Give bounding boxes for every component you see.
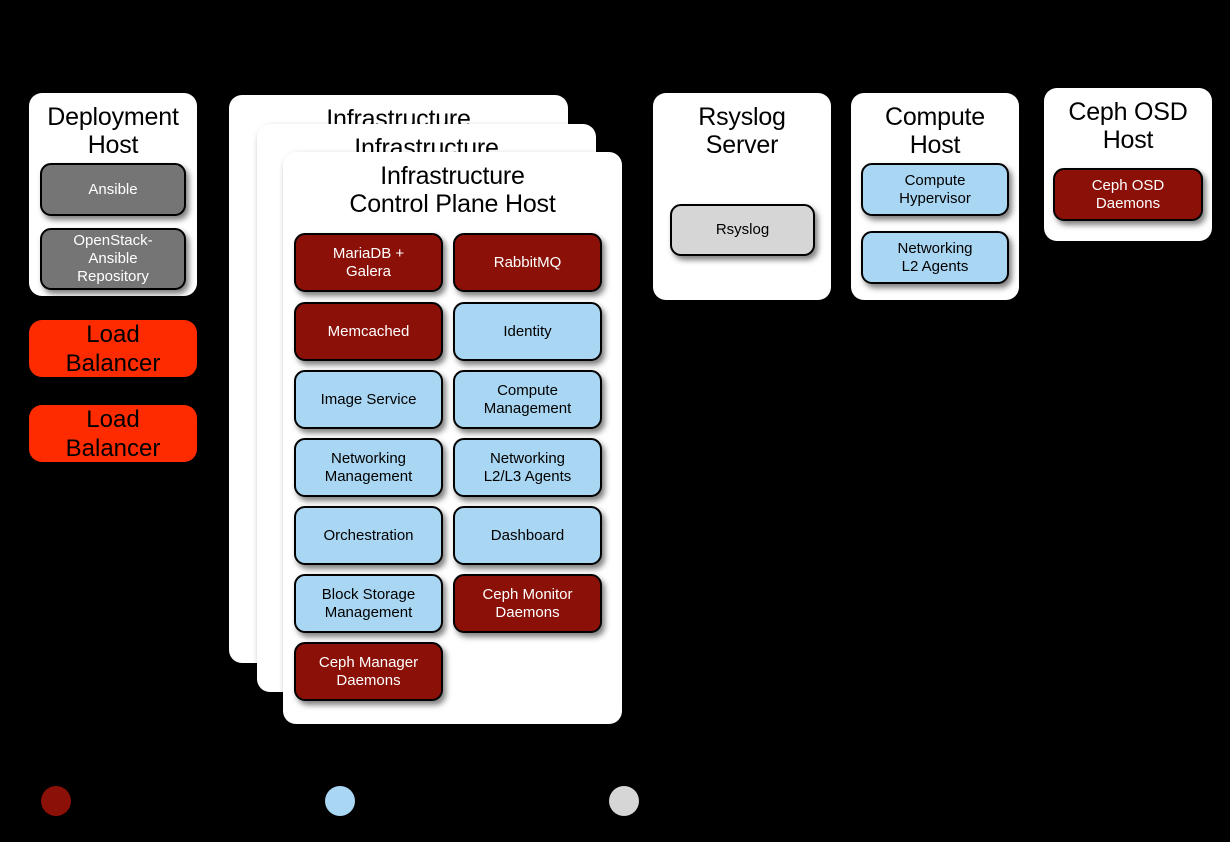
host-title-deployment: Deployment Host xyxy=(47,103,179,159)
service-pill-ceph-monitor-daemons[interactable]: Ceph Monitor Daemons xyxy=(453,574,602,633)
service-label: Ceph OSD Daemons xyxy=(1091,176,1165,212)
service-pill-identity[interactable]: Identity xyxy=(453,302,602,361)
service-pill-orchestration[interactable]: Orchestration xyxy=(294,506,443,565)
load-balancer-label: Load Balancer xyxy=(65,320,161,377)
service-label: Ceph Monitor Daemons xyxy=(482,585,573,621)
service-label: Networking Management xyxy=(324,449,413,485)
service-pill-ansible[interactable]: Ansible xyxy=(40,163,186,216)
load-balancer-label: Load Balancer xyxy=(65,405,161,462)
service-label: OpenStack- Ansible Repository xyxy=(73,232,153,285)
host-title-ceph-osd: Ceph OSD Host xyxy=(1068,98,1188,154)
service-label: RabbitMQ xyxy=(493,253,562,271)
service-pill-compute-management[interactable]: Compute Management xyxy=(453,370,602,429)
service-label: Compute Hypervisor xyxy=(899,171,971,207)
service-pill-networking-l2-l3-agents[interactable]: Networking L2/L3 Agents xyxy=(453,438,602,497)
service-pill-compute-hypervisor[interactable]: Compute Hypervisor xyxy=(861,163,1009,216)
service-pill-ceph-osd-daemons[interactable]: Ceph OSD Daemons xyxy=(1053,168,1203,221)
service-label: Ceph Manager Daemons xyxy=(318,653,419,689)
legend-dot-openstack-services xyxy=(325,786,355,816)
service-pill-ceph-manager-daemons[interactable]: Ceph Manager Daemons xyxy=(294,642,443,701)
service-label: Ansible xyxy=(88,180,138,198)
service-pill-rabbitmq[interactable]: RabbitMQ xyxy=(453,233,602,292)
service-pill-networking-management[interactable]: Networking Management xyxy=(294,438,443,497)
service-label: Block Storage Management xyxy=(321,585,416,621)
service-label: Networking L2/L3 Agents xyxy=(483,449,572,485)
load-balancer-2[interactable]: Load Balancer xyxy=(29,405,197,462)
service-label: Dashboard xyxy=(490,526,565,544)
service-pill-block-storage-management[interactable]: Block Storage Management xyxy=(294,574,443,633)
service-pill-networking-l2-agents[interactable]: Networking L2 Agents xyxy=(861,231,1009,284)
host-title-rsyslog: Rsyslog Server xyxy=(698,103,786,159)
service-pill-mariadb-galera[interactable]: MariaDB + Galera xyxy=(294,233,443,292)
host-title-compute: Compute Host xyxy=(884,103,986,159)
service-pill-dashboard[interactable]: Dashboard xyxy=(453,506,602,565)
load-balancer-1[interactable]: Load Balancer xyxy=(29,320,197,377)
service-label: Orchestration xyxy=(323,526,414,544)
service-pill-image-service[interactable]: Image Service xyxy=(294,370,443,429)
host-card-rsyslog-server[interactable]: Rsyslog Server xyxy=(653,93,831,300)
service-label: Image Service xyxy=(320,390,417,408)
host-title-infrastructure-front: Infrastructure Control Plane Host xyxy=(349,162,556,218)
service-pill-rsyslog[interactable]: Rsyslog xyxy=(670,204,815,256)
legend-dot-logging-services xyxy=(609,786,639,816)
service-label: Compute Management xyxy=(483,381,572,417)
legend-dot-ceph-services xyxy=(41,786,71,816)
service-pill-memcached[interactable]: Memcached xyxy=(294,302,443,361)
service-label: MariaDB + Galera xyxy=(332,244,405,280)
service-pill-openstack-ansible-repository[interactable]: OpenStack- Ansible Repository xyxy=(40,228,186,290)
service-label: Memcached xyxy=(327,322,410,340)
service-label: Identity xyxy=(503,322,552,340)
service-label: Networking L2 Agents xyxy=(897,239,973,275)
service-label: Rsyslog xyxy=(715,221,770,238)
